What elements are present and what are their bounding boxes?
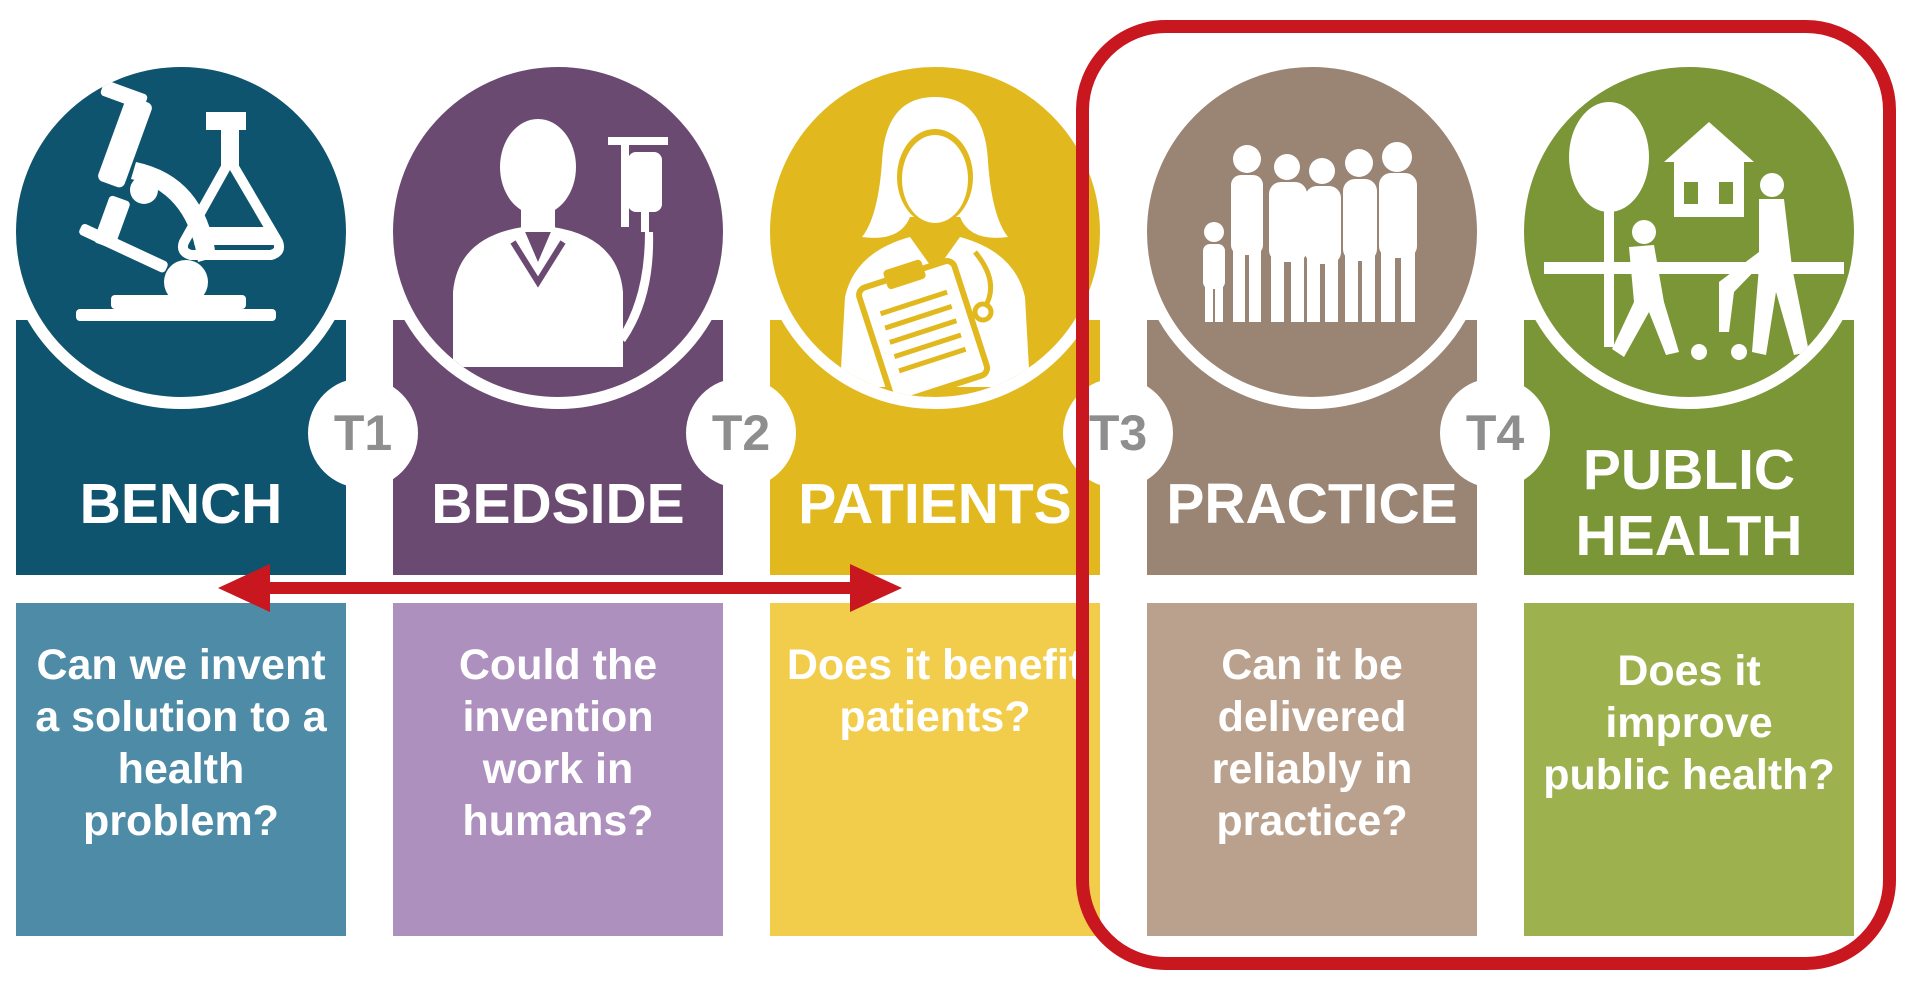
question-box-bench: Can we invent a solution to a health pro… <box>16 603 346 936</box>
question-public-health: Does it improve public health? <box>1543 647 1835 799</box>
stage-patients: PATIENTS Does it benefit patients? <box>758 0 1112 981</box>
doctor-clipboard-icon <box>840 97 1030 397</box>
patient-iv-drip-icon <box>453 119 668 367</box>
bedside-circle <box>381 55 735 409</box>
patients-circle <box>758 55 1112 409</box>
stage-label-public-health-line1: PUBLIC <box>1582 440 1796 500</box>
transition-badge-t1: T1 <box>308 378 418 488</box>
question-practice: Can it be delivered reliably in practice… <box>1211 641 1413 845</box>
question-bedside: Could the invention work in humans? <box>458 641 658 845</box>
family-group-icon <box>1203 142 1417 322</box>
park-community-icon <box>1544 102 1844 360</box>
question-box-bedside: Could the invention work in humans? <box>393 603 723 936</box>
microscope-flask-icon <box>76 80 285 321</box>
stage-bedside: BEDSIDE Could the invention work in huma… <box>381 0 735 981</box>
question-patients: Does it benefit patients? <box>786 641 1084 741</box>
stage-label-practice: PRACTICE <box>1166 474 1458 534</box>
stage-label-bench: BENCH <box>79 474 283 534</box>
question-box-public-health: Does it improve public health? <box>1524 603 1854 936</box>
stage-label-bedside: BEDSIDE <box>431 474 685 534</box>
transition-badge-t2: T2 <box>686 378 796 488</box>
question-box-practice: Can it be delivered reliably in practice… <box>1147 603 1477 936</box>
highlight-frame <box>1076 20 1896 970</box>
question-bench: Can we invent a solution to a health pro… <box>35 641 327 845</box>
transition-badge-t4: T4 <box>1440 378 1550 488</box>
stage-public-health: PUBLIC HEALTH Does it improve public hea… <box>1512 0 1866 981</box>
stage-label-patients: PATIENTS <box>798 474 1072 534</box>
stage-practice: PRACTICE Can it be delivered reliably in… <box>1135 0 1489 981</box>
question-box-patients: Does it benefit patients? <box>770 603 1100 936</box>
stage-label-public-health-line2: HEALTH <box>1575 506 1803 566</box>
